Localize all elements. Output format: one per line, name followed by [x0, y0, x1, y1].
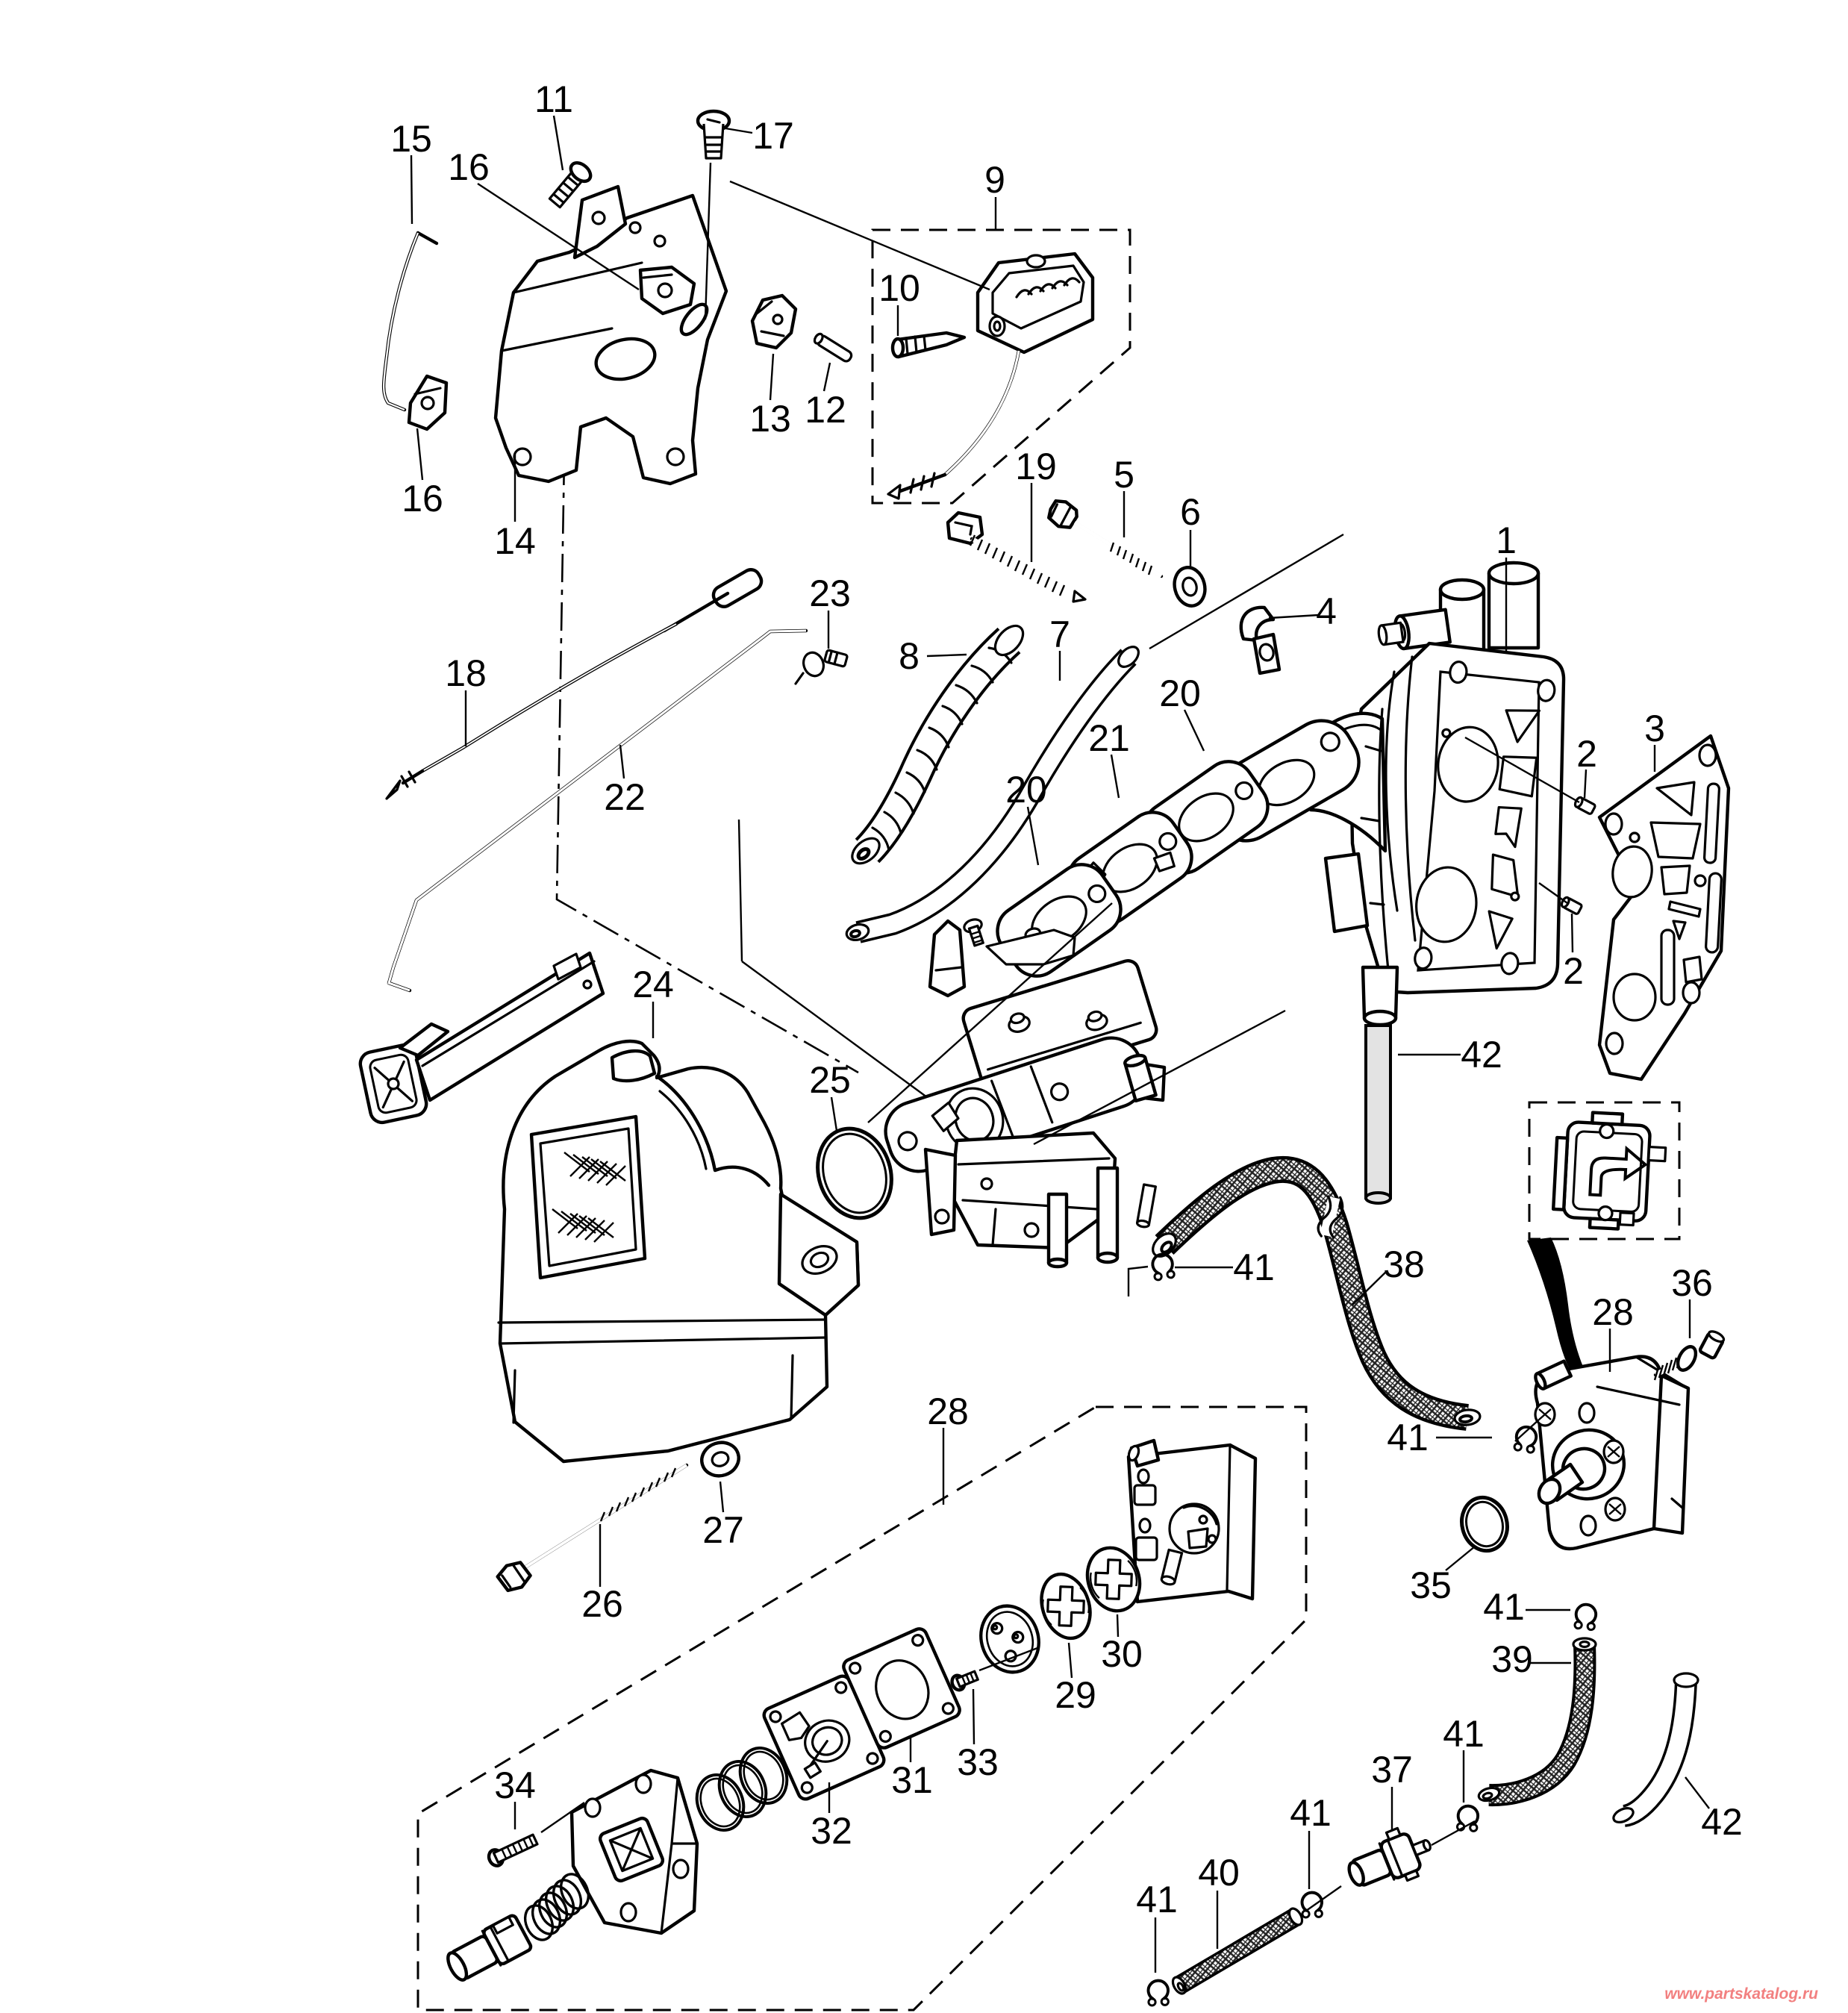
svg-text:34: 34	[494, 1764, 536, 1806]
svg-text:10: 10	[878, 267, 920, 309]
svg-text:41: 41	[1136, 1879, 1178, 1920]
svg-text:29: 29	[1055, 1674, 1096, 1716]
svg-text:9: 9	[984, 159, 1005, 201]
svg-text:31: 31	[891, 1759, 933, 1801]
svg-text:41: 41	[1290, 1792, 1332, 1834]
svg-text:21: 21	[1088, 717, 1130, 759]
svg-text:41: 41	[1387, 1417, 1429, 1458]
svg-text:37: 37	[1371, 1749, 1413, 1791]
svg-text:16: 16	[448, 146, 490, 188]
svg-text:1: 1	[1496, 519, 1517, 561]
svg-text:36: 36	[1671, 1262, 1713, 1304]
svg-text:6: 6	[1180, 491, 1201, 533]
svg-text:12: 12	[805, 389, 846, 431]
svg-text:8: 8	[899, 635, 920, 677]
svg-text:42: 42	[1701, 1801, 1743, 1843]
svg-text:www.partskatalog.ru: www.partskatalog.ru	[1664, 1985, 1818, 2003]
svg-text:32: 32	[811, 1810, 852, 1852]
svg-text:41: 41	[1443, 1713, 1485, 1755]
svg-text:4: 4	[1316, 590, 1337, 632]
svg-text:33: 33	[957, 1741, 999, 1783]
svg-text:16: 16	[402, 478, 443, 519]
svg-text:22: 22	[604, 776, 646, 818]
svg-text:11: 11	[534, 78, 573, 120]
svg-text:28: 28	[1592, 1291, 1634, 1333]
svg-text:24: 24	[632, 964, 674, 1005]
svg-text:39: 39	[1491, 1638, 1533, 1680]
svg-text:2: 2	[1563, 950, 1584, 992]
svg-text:17: 17	[752, 115, 794, 157]
svg-text:20: 20	[1005, 769, 1047, 811]
svg-text:19: 19	[1015, 446, 1057, 487]
svg-text:2: 2	[1576, 733, 1597, 775]
svg-text:41: 41	[1483, 1586, 1525, 1628]
svg-text:23: 23	[809, 572, 851, 614]
svg-text:27: 27	[702, 1509, 744, 1551]
svg-text:3: 3	[1644, 708, 1665, 749]
svg-text:7: 7	[1049, 614, 1070, 655]
svg-text:18: 18	[445, 652, 487, 694]
svg-text:15: 15	[390, 118, 432, 160]
svg-text:28: 28	[927, 1391, 969, 1432]
svg-text:13: 13	[749, 398, 791, 440]
svg-text:41: 41	[1233, 1246, 1275, 1288]
svg-text:20: 20	[1159, 672, 1201, 714]
svg-text:42: 42	[1461, 1034, 1502, 1076]
svg-text:14: 14	[494, 520, 536, 562]
svg-text:40: 40	[1198, 1852, 1240, 1894]
svg-text:5: 5	[1114, 454, 1134, 496]
svg-text:26: 26	[581, 1583, 623, 1625]
svg-text:30: 30	[1101, 1633, 1143, 1675]
svg-text:38: 38	[1383, 1243, 1425, 1285]
svg-text:25: 25	[809, 1059, 851, 1101]
svg-text:35: 35	[1410, 1564, 1452, 1606]
